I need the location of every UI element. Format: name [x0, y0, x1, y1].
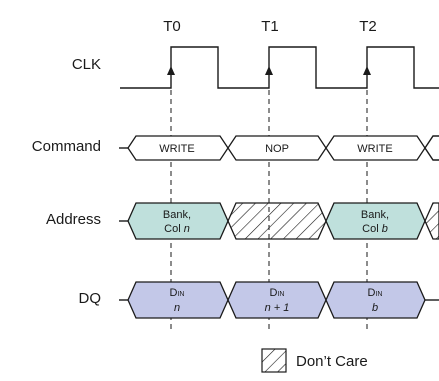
address-cell-1-line2: Col n [164, 223, 190, 235]
clock-label-t1: T1 [261, 18, 279, 35]
row-label-command: Command [32, 138, 101, 155]
address-cell-3-line2: Col b [362, 223, 388, 235]
dq-cell-3-line2: b [372, 302, 378, 314]
clk-edge-arrow-t2 [363, 66, 371, 75]
row-label-address: Address [46, 211, 101, 228]
clock-label-t2: T2 [359, 18, 377, 35]
dq-cell-2-line2: n + 1 [265, 302, 290, 314]
address-cell-1-line1: Bank, [163, 209, 191, 221]
clk-edge-arrow-t0 [167, 66, 175, 75]
command-next-cell [424, 135, 439, 161]
clk-edge-arrow-t1 [265, 66, 273, 75]
dq-cell-2-line1: DIN [270, 287, 285, 299]
row-label-dq: DQ [79, 290, 102, 307]
address-cell-dont-care [227, 202, 327, 240]
row-label-clk: CLK [72, 56, 101, 73]
legend-dont-care-label: Don’t Care [296, 353, 368, 370]
dq-cell-1-line1: DIN [170, 287, 185, 299]
command-cell-write-2-label: WRITE [357, 143, 392, 155]
address-next-cell [424, 202, 439, 240]
clock-label-t0: T0 [163, 18, 181, 35]
dq-cell-1-line2: n [174, 302, 180, 314]
clk-waveform [120, 46, 439, 89]
address-cell-3-line1: Bank, [361, 209, 389, 221]
dq-cell-3-line1: DIN [368, 287, 383, 299]
legend-hatch-swatch [261, 348, 287, 373]
command-cell-write-1-label: WRITE [159, 143, 194, 155]
command-cell-nop-label: NOP [265, 143, 289, 155]
